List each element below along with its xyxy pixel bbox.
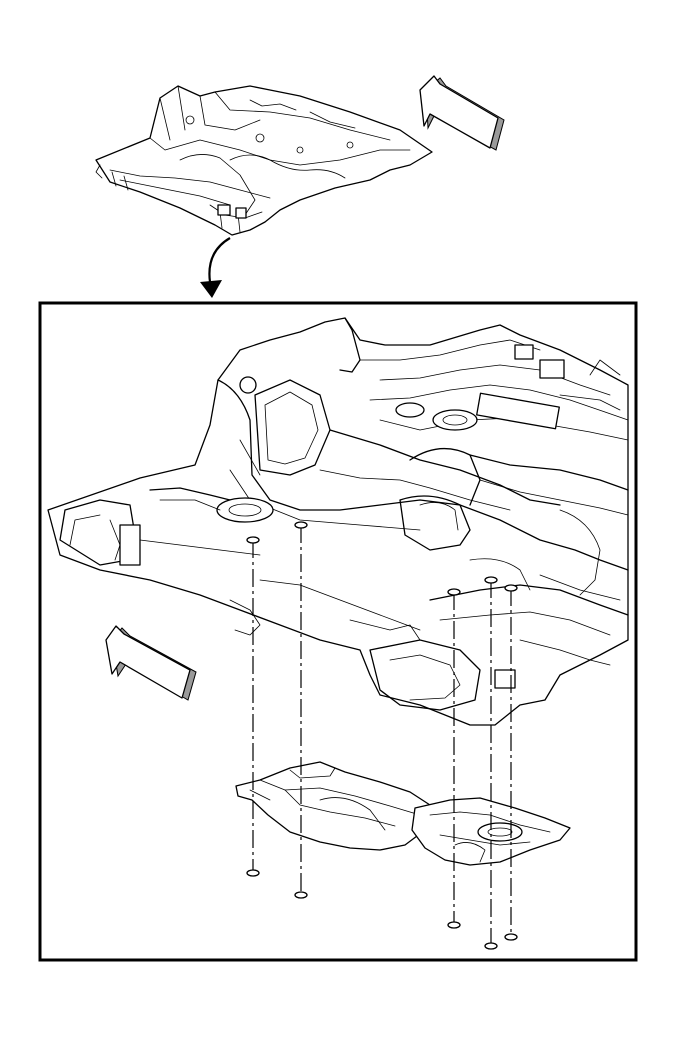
right-heat-shield: [411, 797, 571, 866]
right-shield-fastener-2-top: [484, 576, 498, 584]
detail-view-direction-arrow-icon: [105, 625, 197, 701]
left-shield-fastener-2: [294, 891, 308, 899]
view-direction-arrow-icon: [419, 75, 505, 151]
right-shield-fastener-1: [447, 921, 461, 929]
left-heat-shield: [235, 761, 431, 851]
detail-frame: [38, 301, 638, 962]
right-shield-fastener-2: [484, 942, 498, 950]
fastener-group: [246, 521, 518, 950]
left-shield-fastener-1: [246, 869, 260, 877]
right-shield-fastener-1-top: [447, 588, 461, 596]
right-shield-fastener-3: [504, 933, 518, 941]
left-shield-fastener-1-top: [246, 536, 260, 544]
left-shield-fastener-2-top: [294, 521, 308, 529]
detail-callout-arrow-icon: [200, 237, 231, 298]
right-shield-fastener-3-top: [504, 584, 518, 592]
underbody-detail: [47, 317, 629, 726]
underbody-overview: [95, 85, 433, 236]
